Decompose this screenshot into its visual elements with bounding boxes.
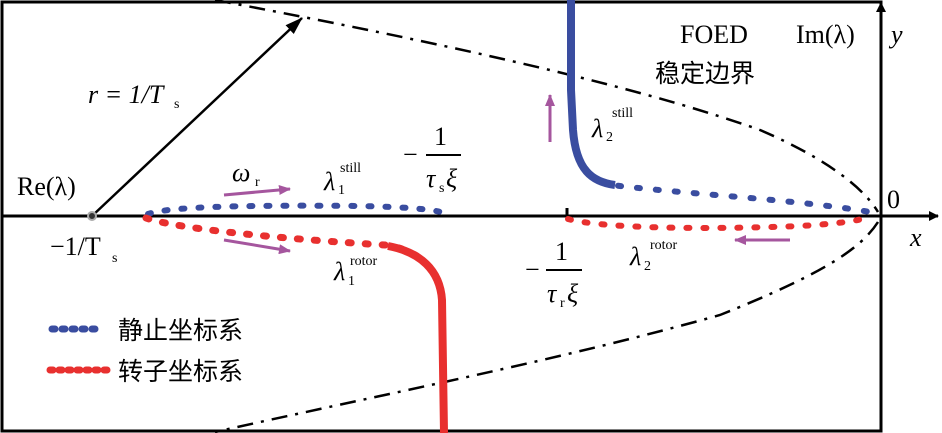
direction-arrow xyxy=(223,185,291,197)
radius-arrow xyxy=(91,17,303,217)
pole-point xyxy=(87,211,97,221)
minus-sign: − xyxy=(403,140,418,169)
lambda2-still-sup: still xyxy=(612,106,633,121)
lambda2-rotor-locus xyxy=(565,211,873,231)
tau-sub: s xyxy=(439,181,444,196)
origin-label: 0 xyxy=(887,185,900,214)
lambda1-still-locus xyxy=(145,202,449,217)
tau-s-fraction: − 1 τ s ξ xyxy=(403,122,461,196)
lambda2-rotor-sup: rotor xyxy=(650,238,678,253)
tau: τ xyxy=(547,279,558,308)
tau-sub: r xyxy=(560,296,565,311)
tau: τ xyxy=(426,164,437,193)
legend: 静止坐标系 转子坐标系 xyxy=(46,316,243,386)
stability-boundary-upper xyxy=(214,0,880,213)
lambda2-rotor-label: λ xyxy=(629,242,641,271)
foed-label: FOED xyxy=(680,20,748,49)
lambda2-still-branch xyxy=(567,0,616,189)
lambda2-still-sub: 2 xyxy=(606,130,613,145)
legend-label-still: 静止坐标系 xyxy=(118,316,243,345)
minus-sign: − xyxy=(525,255,540,284)
lambda1-rotor-sub: 1 xyxy=(348,274,355,289)
im-axis-label: Im(λ) xyxy=(796,20,855,49)
lambda1-rotor-branch xyxy=(387,242,448,433)
re-axis-label: Re(λ) xyxy=(17,172,76,201)
lambda1-still-sup: still xyxy=(340,161,361,176)
radius-label: r = 1/T xyxy=(88,80,165,109)
radius-sub: s xyxy=(174,97,179,112)
numerator: 1 xyxy=(555,237,568,266)
numerator: 1 xyxy=(434,122,447,151)
xi: ξ xyxy=(446,164,458,193)
xi: ξ xyxy=(567,279,579,308)
direction-arrow xyxy=(223,238,291,255)
x-axis-label: x xyxy=(909,223,922,252)
lambda2-rotor-sub: 2 xyxy=(644,259,651,274)
lambda1-still-label: λ xyxy=(323,167,335,196)
legend-label-rotor: 转子坐标系 xyxy=(118,357,243,386)
lambda1-rotor-label: λ xyxy=(333,257,345,286)
stability-boundary-label: 稳定边界 xyxy=(655,59,755,88)
lambda2-still-label: λ xyxy=(591,114,603,143)
lambda1-rotor-sup: rotor xyxy=(350,254,378,269)
omega-sub: r xyxy=(255,175,260,190)
lambda1-still-sub: 1 xyxy=(338,183,345,198)
y-axis-label: y xyxy=(888,20,903,49)
pole-label: −1/T xyxy=(50,232,101,261)
pole-sub: s xyxy=(112,251,117,266)
stability-boundary-lower xyxy=(214,221,880,433)
tau-r-fraction: − 1 τ r ξ xyxy=(525,237,582,311)
omega-label: ω xyxy=(232,158,250,187)
